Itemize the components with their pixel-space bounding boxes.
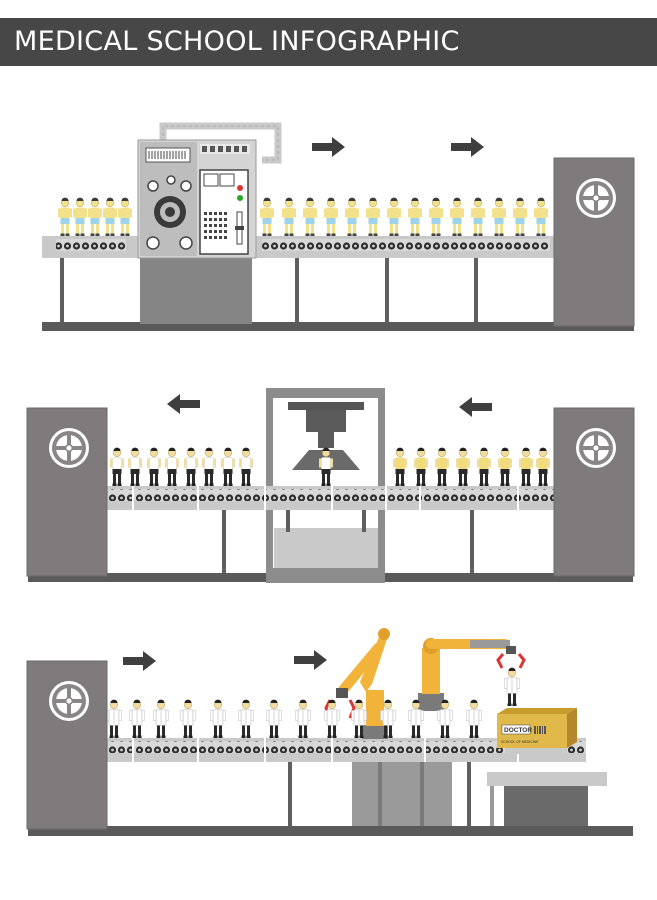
machine-base — [140, 258, 252, 324]
door-wheel-icon — [26, 660, 108, 830]
student-icon — [504, 667, 520, 707]
conveyor-gears — [108, 741, 586, 753]
stage-1 — [42, 122, 635, 331]
box-label: DOCTOR — [504, 727, 532, 734]
title-bar: MEDICAL SCHOOL INFOGRAPHIC — [0, 18, 657, 66]
floor-line — [28, 826, 633, 836]
doctor-box-icon: DOCTOR SCHOOL OF MEDICINE — [497, 708, 577, 754]
stage-3: DOCTOR SCHOOL OF MEDICINE — [26, 628, 633, 836]
student-icon — [392, 447, 551, 487]
door-wheel-icon — [26, 407, 108, 577]
conveyor-gears — [56, 239, 126, 251]
robot-arm-icon — [418, 638, 526, 711]
arrow-right-icon — [312, 137, 345, 157]
conveyor-gears — [262, 239, 550, 251]
student-icon — [57, 197, 133, 237]
robot-arm-icon — [324, 628, 390, 739]
arrow-right-icon — [294, 650, 327, 670]
robot-base — [352, 762, 452, 826]
arrow-left-icon — [167, 394, 200, 414]
box-sub-label: SCHOOL OF MEDICINE — [501, 740, 539, 744]
floor-line — [42, 322, 634, 331]
belt-dividers — [132, 486, 519, 510]
student-icon — [259, 197, 549, 237]
stage-2 — [26, 388, 635, 583]
door-wheel-icon — [553, 157, 635, 327]
conveyor-legs — [288, 762, 471, 826]
control-panel-icon — [137, 139, 257, 259]
student-icon — [109, 447, 254, 487]
arrow-right-icon — [451, 137, 484, 157]
arrow-right-icon — [123, 651, 156, 671]
conveyor-legs — [222, 510, 474, 573]
platform — [487, 772, 607, 786]
page-title: MEDICAL SCHOOL INFOGRAPHIC — [14, 26, 460, 57]
conveyor-legs — [60, 258, 478, 322]
arrow-left-icon — [459, 397, 492, 417]
door-wheel-icon — [553, 407, 635, 577]
